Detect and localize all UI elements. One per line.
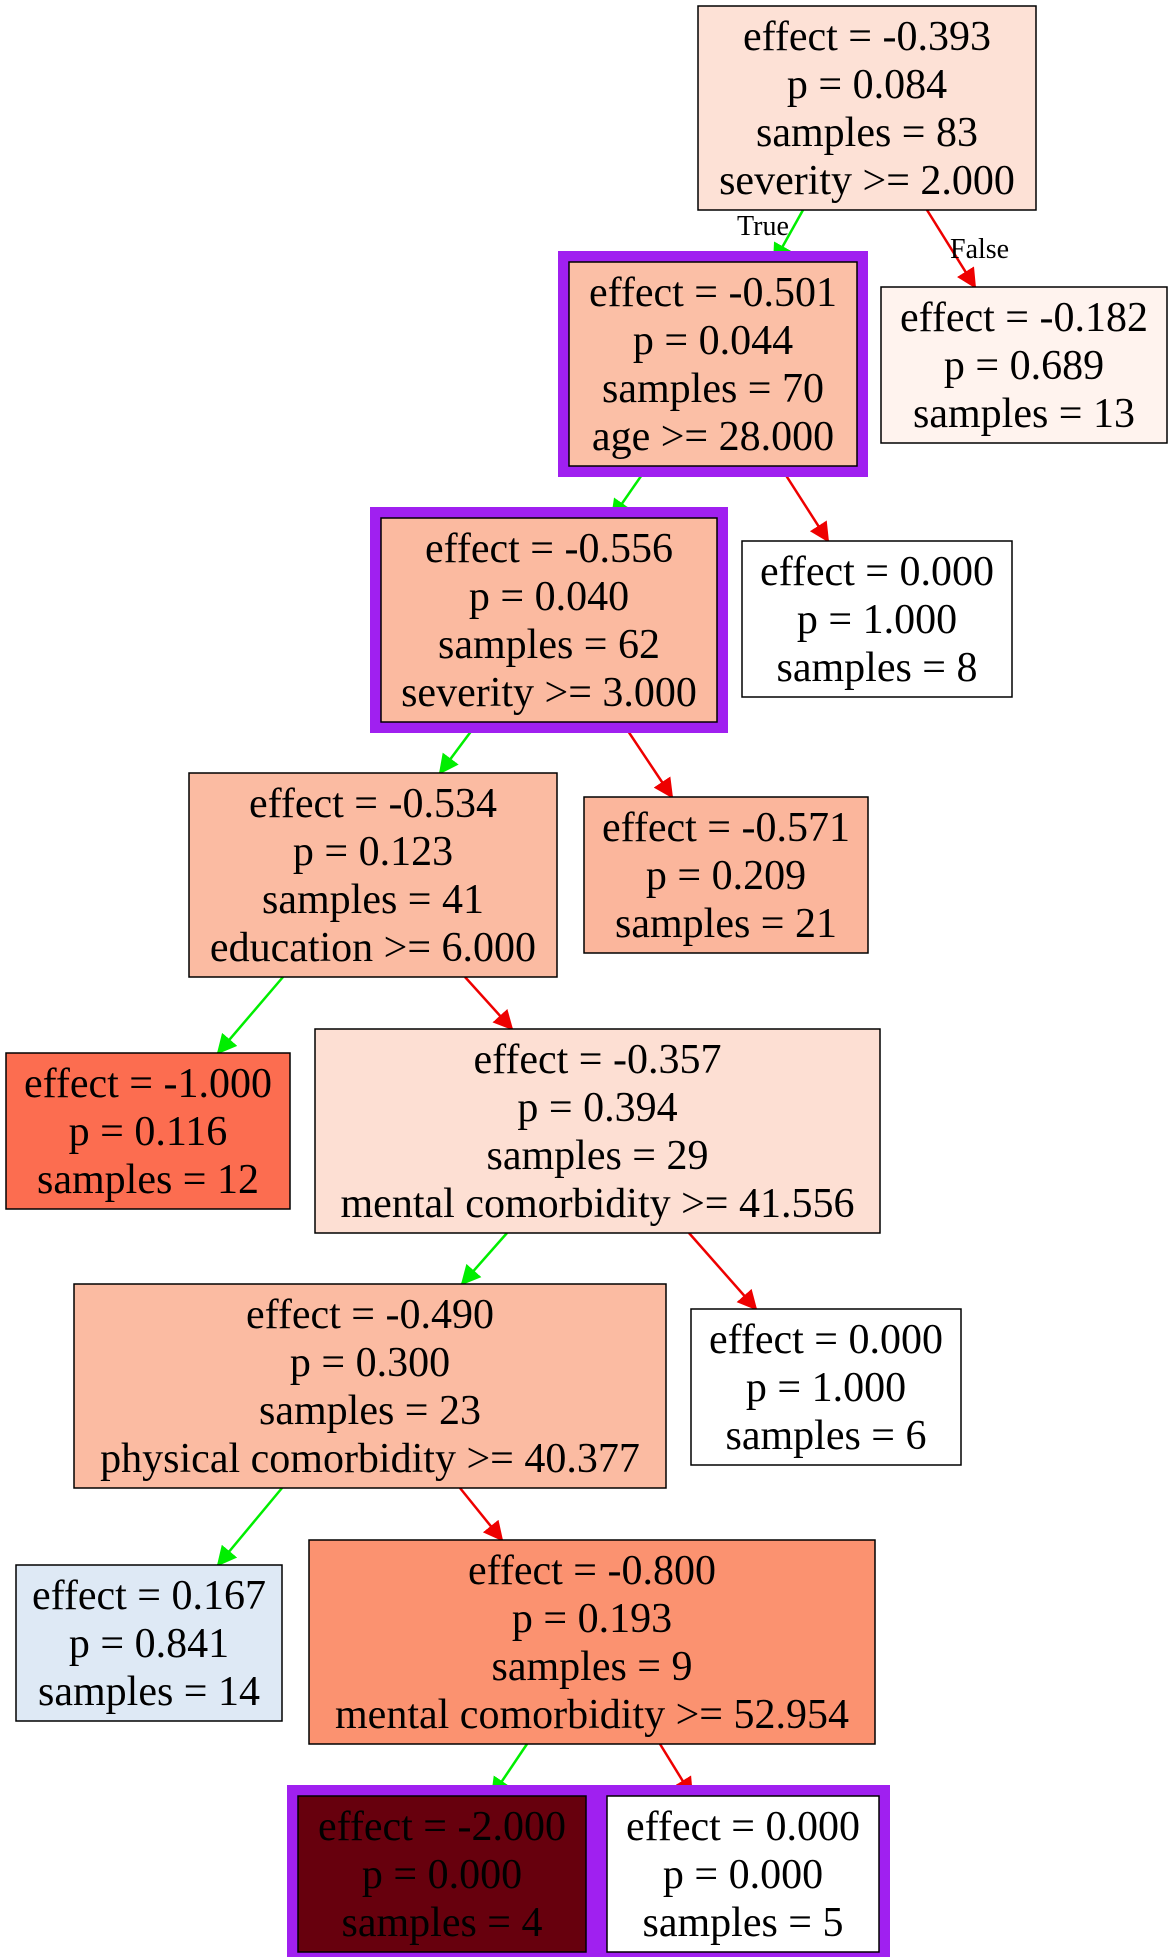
node-line: severity >= 3.000: [401, 670, 697, 716]
edge-label-true: True: [737, 211, 789, 242]
edge-true-n9-n11: [216, 1487, 283, 1567]
node-line: samples = 8: [777, 645, 978, 691]
node-line: p = 0.689: [944, 343, 1104, 389]
node-line: effect = -0.393: [743, 14, 991, 60]
edge-false-n8-n10: [688, 1232, 758, 1311]
node-line: samples = 29: [487, 1133, 709, 1179]
node-line: samples = 9: [492, 1644, 693, 1690]
node-box: [606, 1795, 880, 1953]
node-box: [583, 796, 869, 954]
node-line: p = 0.193: [512, 1596, 672, 1642]
node-line: age >= 28.000: [592, 414, 834, 460]
node-line: education >= 6.000: [210, 925, 536, 971]
node-box: [697, 5, 1037, 211]
node-line: effect = -1.000: [24, 1061, 272, 1107]
node-line: effect = -0.357: [474, 1037, 722, 1083]
node-line: samples = 23: [259, 1388, 481, 1434]
node-line: effect = 0.000: [709, 1317, 943, 1363]
node-box: [690, 1308, 962, 1466]
node-line: samples = 62: [438, 622, 660, 668]
node-box: [314, 1028, 881, 1234]
node-box: [5, 1052, 291, 1210]
node-line: samples = 12: [37, 1157, 259, 1203]
edge-false-n3-n6: [620, 721, 674, 799]
node-line: effect = -2.000: [318, 1804, 566, 1850]
node-line: p = 1.000: [797, 597, 957, 643]
node-line: effect = -0.800: [468, 1548, 716, 1594]
node-line: samples = 5: [643, 1900, 844, 1946]
node-box: [15, 1564, 283, 1722]
node-line: p = 0.209: [646, 853, 806, 899]
node-line: severity >= 2.000: [719, 158, 1015, 204]
edge-false-n5-n8: [464, 976, 514, 1031]
node-line: effect = -0.571: [602, 805, 850, 851]
node-box: [188, 772, 558, 978]
node-line: p = 0.841: [69, 1621, 229, 1667]
node-line: p = 0.123: [293, 829, 453, 875]
node-highlight-border: [558, 251, 868, 477]
node-line: effect = -0.501: [589, 270, 837, 316]
node-line: physical comorbidity >= 40.377: [100, 1436, 640, 1482]
node-line: samples = 83: [756, 110, 978, 156]
node-line: p = 0.394: [517, 1085, 677, 1131]
node-line: p = 0.116: [69, 1109, 228, 1155]
edge-true-n8-n9: [460, 1232, 508, 1286]
node-highlight-border: [370, 507, 728, 733]
node-line: p = 0.044: [633, 318, 793, 364]
node-line: samples = 13: [913, 391, 1135, 437]
node-line: samples = 14: [38, 1669, 260, 1715]
node-line: effect = 0.000: [760, 549, 994, 595]
edge-false-n0-n2: [925, 209, 977, 289]
node-line: effect = -0.534: [249, 781, 497, 827]
node-line: mental comorbidity >= 52.954: [335, 1692, 849, 1738]
node-line: effect = 0.000: [626, 1804, 860, 1850]
node-box: [568, 261, 858, 467]
edge-false-n1-n4: [778, 465, 830, 543]
edge-true-n5-n7: [216, 976, 284, 1055]
node-line: samples = 70: [602, 366, 824, 412]
node-line: mental comorbidity >= 41.556: [341, 1181, 855, 1227]
node-line: samples = 41: [262, 877, 484, 923]
node-box: [73, 1283, 667, 1489]
node-line: effect = -0.182: [900, 295, 1148, 341]
node-highlight-border: [287, 1785, 597, 1957]
node-box: [308, 1539, 876, 1745]
node-line: p = 1.000: [746, 1365, 906, 1411]
node-line: effect = 0.167: [32, 1573, 266, 1619]
node-box: [741, 540, 1013, 698]
node-highlight-border: [596, 1785, 890, 1957]
edge-label-false: False: [950, 234, 1009, 265]
edge-false-n9-n12: [459, 1487, 504, 1542]
node-line: p = 0.040: [469, 574, 629, 620]
node-box: [880, 286, 1168, 444]
node-line: samples = 4: [342, 1900, 543, 1946]
node-line: effect = -0.556: [425, 526, 673, 572]
node-line: p = 0.000: [663, 1852, 823, 1898]
node-box: [380, 517, 718, 723]
node-box: [297, 1795, 587, 1953]
node-line: p = 0.000: [362, 1852, 522, 1898]
node-line: samples = 6: [726, 1413, 927, 1459]
node-line: effect = -0.490: [246, 1292, 494, 1338]
node-line: samples = 21: [615, 901, 837, 947]
node-line: p = 0.084: [787, 62, 947, 108]
node-line: p = 0.300: [290, 1340, 450, 1386]
